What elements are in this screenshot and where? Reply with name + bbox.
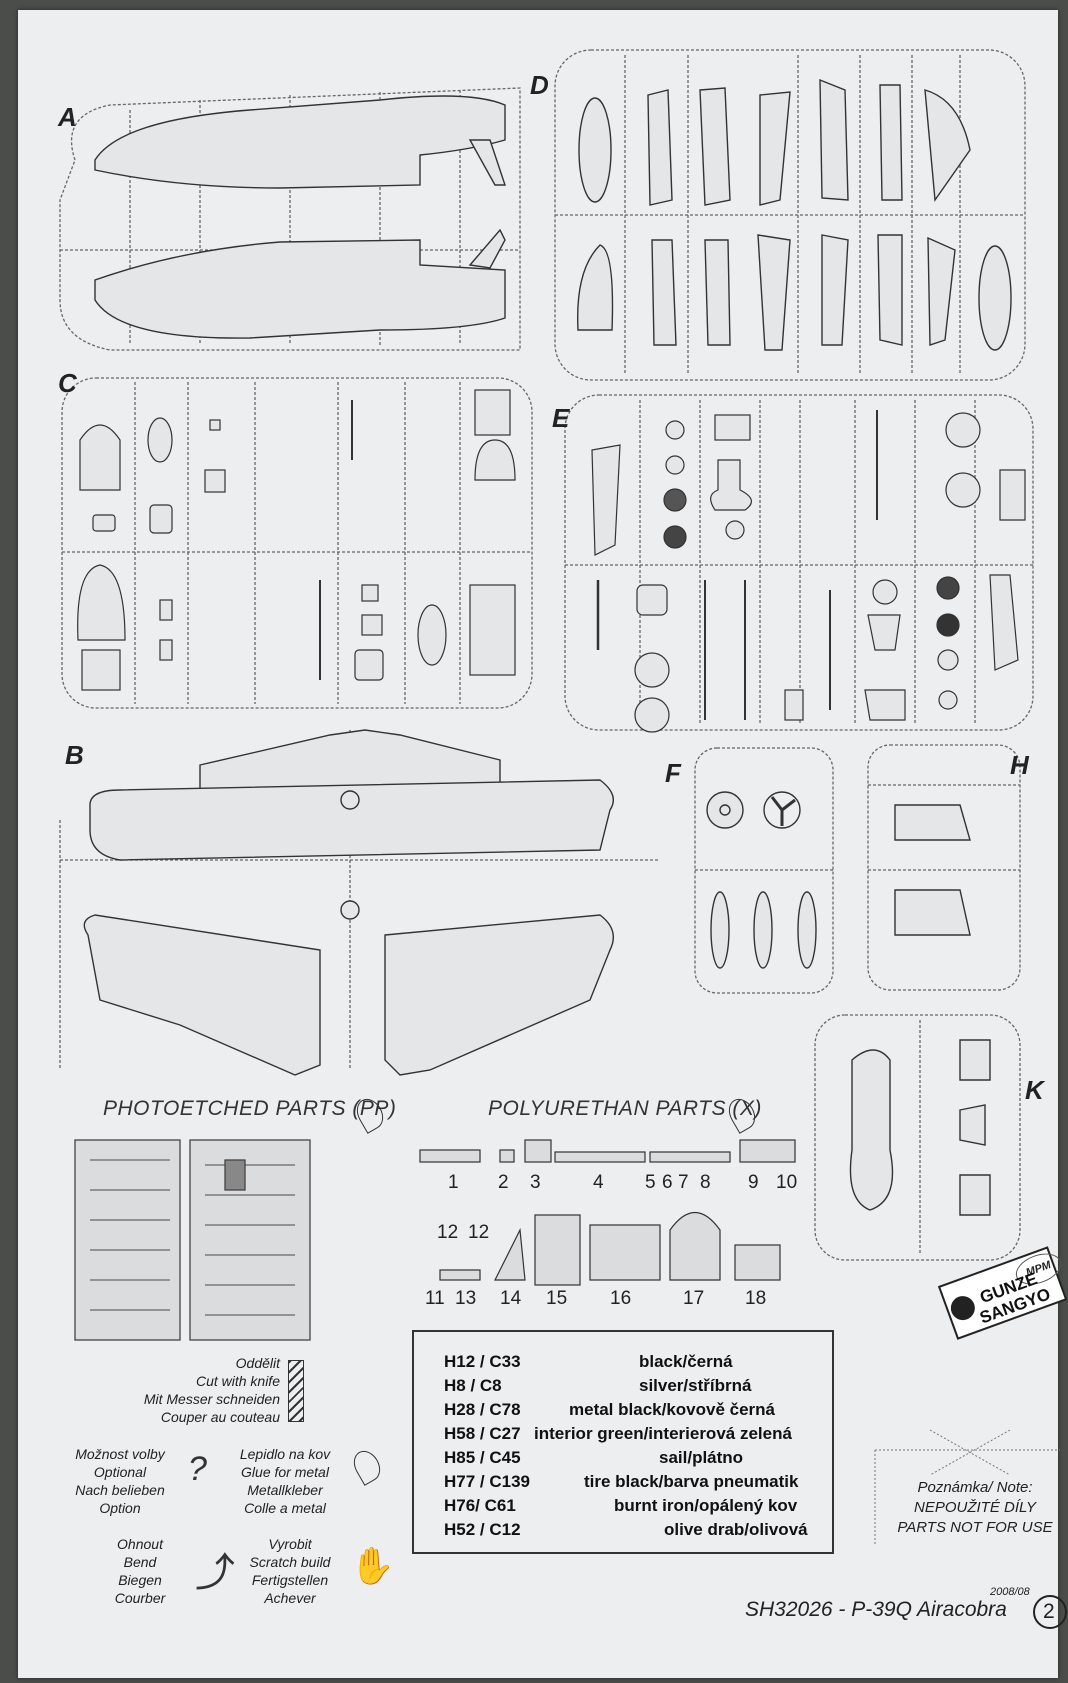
sprue-label-a: A [58, 102, 77, 132]
page-number-circle [1033, 1595, 1067, 1629]
resin-number: 7 [678, 1172, 689, 1193]
resin-parts [419, 1139, 796, 1286]
sprue-label-h: H [1010, 750, 1029, 780]
sprue-k-frame [814, 1014, 1021, 1261]
color-code: H28 / C78 [444, 1400, 521, 1419]
color-code: H76/ C61 [444, 1496, 516, 1515]
color-code: H77 / C139 [444, 1472, 530, 1491]
resin-number: 12 [468, 1222, 490, 1243]
color-name: black/černá [639, 1352, 733, 1371]
hand-icon: ✋ [350, 1545, 395, 1586]
resin-number: 2 [498, 1172, 509, 1193]
sprue-e-frame [564, 394, 1034, 731]
resin-number: 8 [700, 1172, 711, 1193]
color-name: sail/plátno [659, 1448, 744, 1467]
color-name: silver/stříbrná [639, 1376, 752, 1395]
sprue-h-frame [867, 744, 1021, 991]
note-box: Poznámka/ Note: NEPOUŽITÉ DÍLY PARTS NOT… [897, 1479, 1053, 1536]
color-name: burnt iron/opálený kov [614, 1496, 798, 1515]
resin-number: 18 [745, 1288, 767, 1309]
sprue-b-parts [83, 729, 614, 1076]
footer-title: SH32026 - P-39Q Airacobra [745, 1598, 1007, 1621]
resin-number: 1 [448, 1172, 459, 1193]
color-name: interior green/interierová zelená [534, 1424, 792, 1443]
sprue-label-c: C [58, 368, 77, 398]
resin-number: 4 [593, 1172, 604, 1193]
resin-number: 3 [530, 1172, 541, 1193]
sprue-c-frame [61, 377, 533, 709]
resin-number: 5 [645, 1172, 656, 1193]
sprue-label-b: B [65, 740, 84, 770]
polyurethan-heading: POLYURETHAN PARTS (X) [488, 1097, 762, 1120]
resin-number: 10 [776, 1172, 798, 1193]
note-cross [874, 1429, 1060, 1545]
color-code: H85 / C45 [444, 1448, 521, 1467]
sprue-label-k: K [1025, 1075, 1044, 1105]
photoetched-heading: PHOTOETCHED PARTS (PP) [103, 1097, 397, 1120]
color-name: tire black/barva pneumatik [584, 1472, 799, 1491]
sprue-label-f: F [665, 758, 681, 788]
resin-number: 15 [546, 1288, 568, 1309]
optional-icon: ? [188, 1450, 207, 1488]
color-code: H52 / C12 [444, 1520, 521, 1539]
color-table: H12 / C33 black/černá H8 / C8 silver/stř… [412, 1330, 834, 1554]
cut-icon [288, 1360, 304, 1422]
small-sprue-parts [706, 791, 991, 1216]
page-number: 2 [1043, 1600, 1055, 1623]
photoetched-frets [74, 1139, 311, 1341]
resin-number: 17 [683, 1288, 705, 1309]
resin-number: 12 [437, 1222, 459, 1243]
resin-number: 16 [610, 1288, 632, 1309]
color-code: H58 / C27 [444, 1424, 521, 1443]
print-date: 2008/08 [990, 1586, 1030, 1598]
color-code: H12 / C33 [444, 1352, 521, 1371]
resin-number: 9 [748, 1172, 759, 1193]
sprue-label-d: D [530, 70, 549, 100]
sprue-c-parts [77, 389, 516, 691]
sprue-e-parts [591, 410, 1026, 733]
resin-number: 6 [662, 1172, 673, 1193]
sprue-a-fuselage [94, 95, 506, 339]
color-name: olive drab/olivová [664, 1520, 808, 1539]
sprue-label-e: E [552, 403, 570, 433]
color-code: H8 / C8 [444, 1376, 502, 1395]
resin-number: 13 [455, 1288, 477, 1309]
bend-arrow-icon: ⤴ [195, 1551, 235, 1595]
sprue-d-parts [576, 78, 1012, 351]
gunze-badge [937, 1246, 1068, 1340]
resin-number: 11 [425, 1288, 445, 1309]
color-name: metal black/kovově černá [569, 1400, 776, 1419]
resin-number: 14 [500, 1288, 522, 1309]
